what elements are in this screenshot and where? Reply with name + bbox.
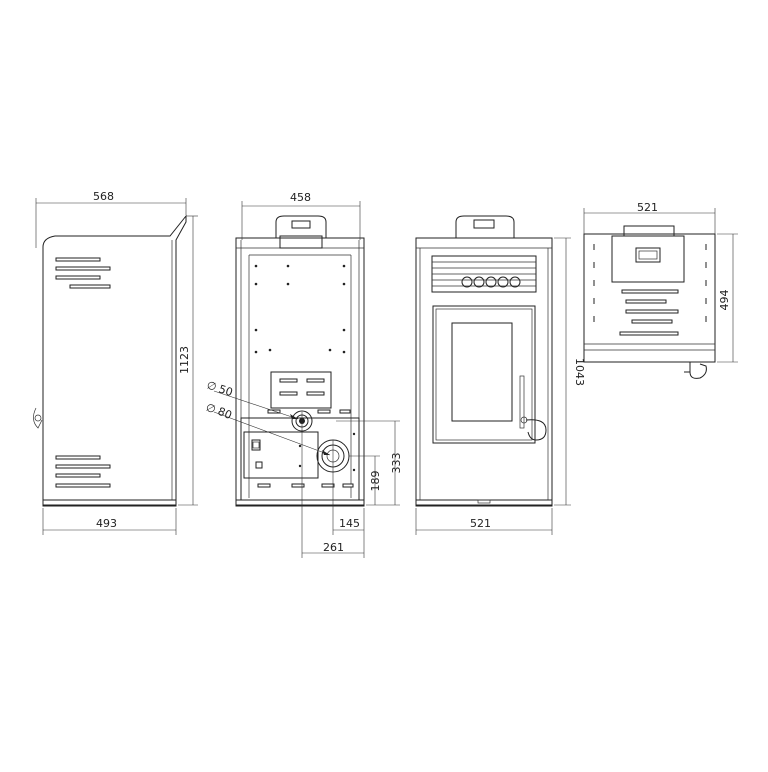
pipe-small-symbol: ∅: [205, 378, 218, 393]
rear-offset-261-label: 261: [323, 541, 344, 554]
side-bottom-width-label: 493: [96, 517, 117, 530]
pipe-large-symbol: ∅: [204, 401, 218, 417]
pipe-large-label: 80: [216, 405, 234, 422]
side-bottom-vents: [55, 455, 111, 488]
rear-screw-dots: [254, 264, 346, 354]
side-top-width-label: 568: [93, 190, 114, 203]
top-width-label: 521: [637, 201, 658, 214]
side-height-label: 1123: [178, 346, 191, 374]
rear-width-label: 458: [290, 191, 311, 204]
side-view: 568 493 1123: [33, 190, 198, 535]
top-side-dashes: [593, 244, 707, 322]
front-door: [432, 305, 547, 444]
front-width-label: 521: [470, 517, 491, 530]
rear-height-189-label: 189: [369, 471, 382, 492]
front-height-label: 1043: [573, 358, 586, 386]
front-view: 521 1043: [415, 215, 586, 535]
pipe-small-label: 50: [217, 382, 234, 399]
front-grille: [431, 255, 537, 293]
rear-offset-145-label: 145: [339, 517, 360, 530]
rear-view: ∅ 50 ∅ 80 458 145 261 189 333: [204, 191, 403, 558]
side-top-vents: [55, 257, 111, 289]
top-view: 521 494: [583, 201, 738, 379]
rear-height-333-label: 333: [390, 453, 403, 474]
top-depth-label: 494: [718, 290, 731, 311]
